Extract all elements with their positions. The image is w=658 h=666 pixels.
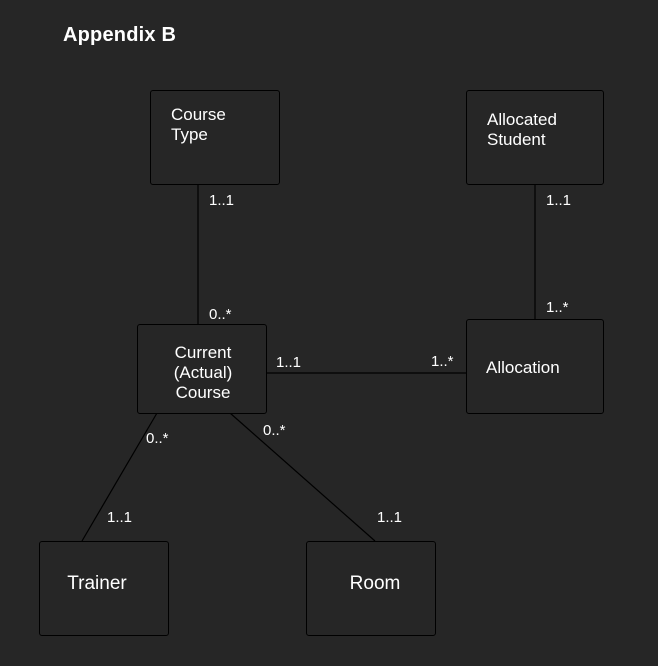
entity-room[interactable]: Room: [306, 541, 436, 636]
link-current-course-to-trainer: [81, 412, 158, 542]
entity-course-type-label: Course Type: [171, 105, 226, 144]
entity-trainer-label: Trainer: [67, 573, 127, 594]
diagram-title: Appendix B: [63, 24, 177, 46]
cardinality-current-course-bottom-right: 0..*: [263, 422, 286, 439]
cardinality-trainer-end: 1..1: [107, 509, 133, 526]
entity-trainer[interactable]: Trainer: [39, 541, 169, 636]
entity-allocated-student-label: Allocated Student: [487, 110, 557, 149]
entity-allocated-student[interactable]: Allocated Student: [466, 90, 604, 185]
entity-current-course[interactable]: Current (Actual) Course: [137, 324, 267, 414]
link-current-course-to-room: [229, 412, 376, 542]
cardinality-current-course-bottom-left: 0..*: [146, 430, 169, 447]
entity-allocation-label: Allocation: [486, 358, 560, 377]
entity-current-course-label: Current (Actual) Course: [173, 343, 233, 402]
cardinality-allocation-left: 1..*: [431, 353, 454, 370]
entity-allocation[interactable]: Allocation: [466, 319, 604, 414]
cardinality-allocation-top: 1..*: [546, 299, 569, 316]
cardinality-room-end: 1..1: [377, 509, 403, 526]
cardinality-course-type-end: 1..1: [209, 192, 235, 209]
cardinality-current-course-top: 0..*: [209, 306, 232, 323]
cardinality-current-course-right: 1..1: [276, 354, 302, 371]
entity-room-label: Room: [349, 573, 401, 594]
cardinality-allocated-student-end: 1..1: [546, 192, 572, 209]
entity-course-type[interactable]: Course Type: [150, 90, 280, 185]
